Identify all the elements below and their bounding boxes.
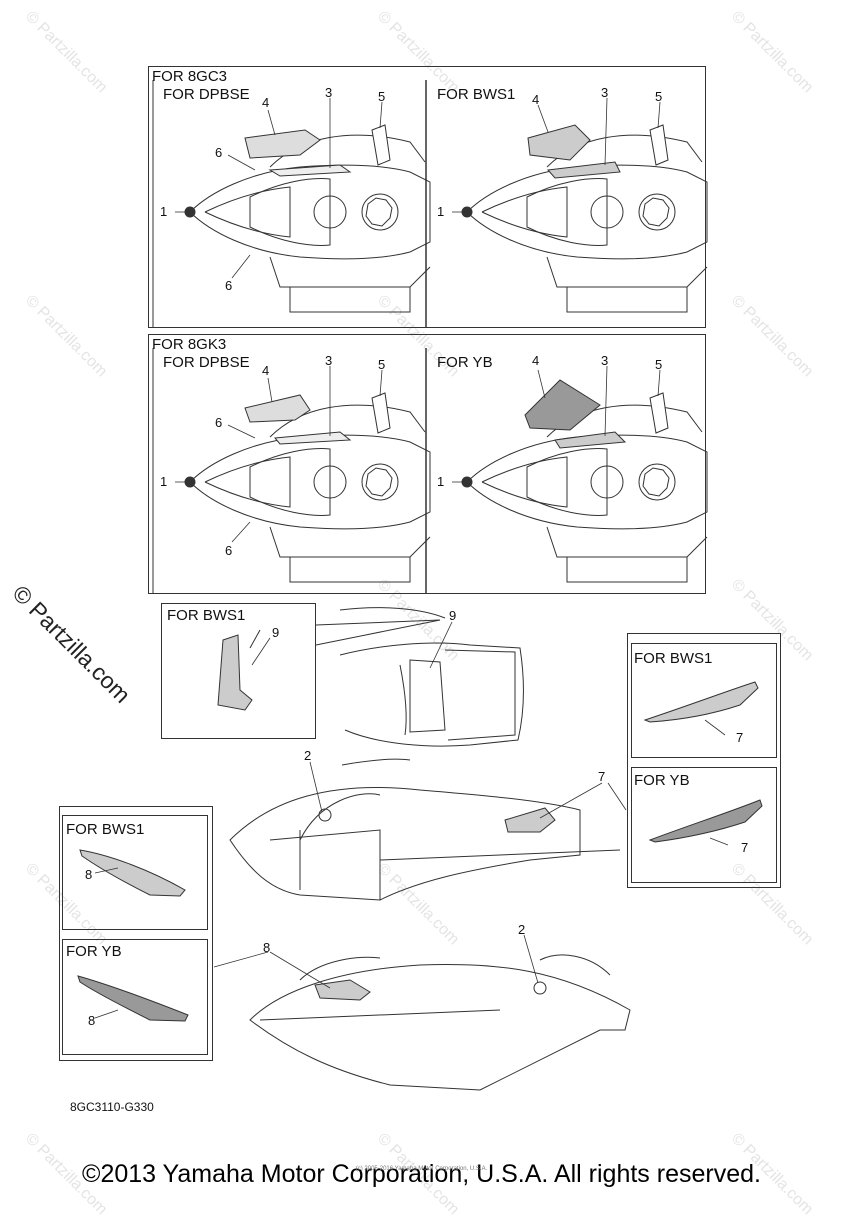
callout-2: 2: [304, 748, 312, 763]
callout-7: 7: [598, 769, 606, 784]
callout-1: 1: [437, 204, 445, 219]
callout-6: 6: [215, 415, 223, 430]
callout-8: 8: [85, 867, 93, 882]
callout-5: 5: [655, 357, 663, 372]
side-8-outer: [59, 806, 213, 1061]
callout-4: 4: [262, 95, 270, 110]
callout-9: 9: [449, 608, 457, 623]
copyright: ©2013 Yamaha Motor Corporation, U.S.A. A…: [82, 1160, 761, 1188]
callout-2: 2: [518, 922, 526, 937]
side-7-outer: [627, 633, 781, 888]
side-7-bottom-label: FOR YB: [634, 772, 690, 789]
panel-8gc3-left-label: FOR DPBSE: [163, 86, 250, 103]
callout-4: 4: [532, 353, 540, 368]
callout-5: 5: [655, 89, 663, 104]
callout-6: 6: [225, 278, 233, 293]
side-7-top: [631, 643, 777, 758]
callout-6: 6: [215, 145, 223, 160]
side-7-top-label: FOR BWS1: [634, 650, 713, 667]
inset-9-box: [161, 603, 316, 739]
side-8-top-label: FOR BWS1: [66, 821, 145, 838]
panel-8gk3-title: FOR 8GK3: [152, 336, 227, 353]
callout-3: 3: [325, 85, 333, 100]
callout-3: 3: [325, 353, 333, 368]
callout-8: 8: [88, 1013, 96, 1028]
callout-1: 1: [160, 474, 168, 489]
panel-8gc3: [148, 66, 706, 328]
copyright-small: (c) 2005-2016 Yamaha Motor Corporation, …: [355, 1166, 488, 1172]
side-7-bottom: [631, 767, 777, 883]
callout-9: 9: [272, 625, 280, 640]
panel-8gk3-left-label: FOR DPBSE: [163, 354, 250, 371]
side-8-top: [62, 815, 208, 930]
callout-8: 8: [263, 940, 271, 955]
callout-3: 3: [601, 85, 609, 100]
callout-5: 5: [378, 89, 386, 104]
side-8-bottom: [62, 939, 208, 1055]
callout-4: 4: [532, 92, 540, 107]
panel-8gk3: [148, 334, 706, 594]
callout-5: 5: [378, 357, 386, 372]
callout-6: 6: [225, 543, 233, 558]
panel-8gc3-title: FOR 8GC3: [152, 68, 228, 85]
side-8-bottom-label: FOR YB: [66, 943, 122, 960]
callout-3: 3: [601, 353, 609, 368]
panel-8gk3-right-label: FOR YB: [437, 354, 493, 371]
callout-1: 1: [437, 474, 445, 489]
callout-7: 7: [736, 730, 744, 745]
panel-8gc3-right-label: FOR BWS1: [437, 86, 516, 103]
callout-7: 7: [741, 840, 749, 855]
part-number: 8GC3110-G330: [70, 1100, 154, 1114]
callout-1: 1: [160, 204, 168, 219]
callout-4: 4: [262, 363, 270, 378]
inset-9-label: FOR BWS1: [167, 607, 246, 624]
